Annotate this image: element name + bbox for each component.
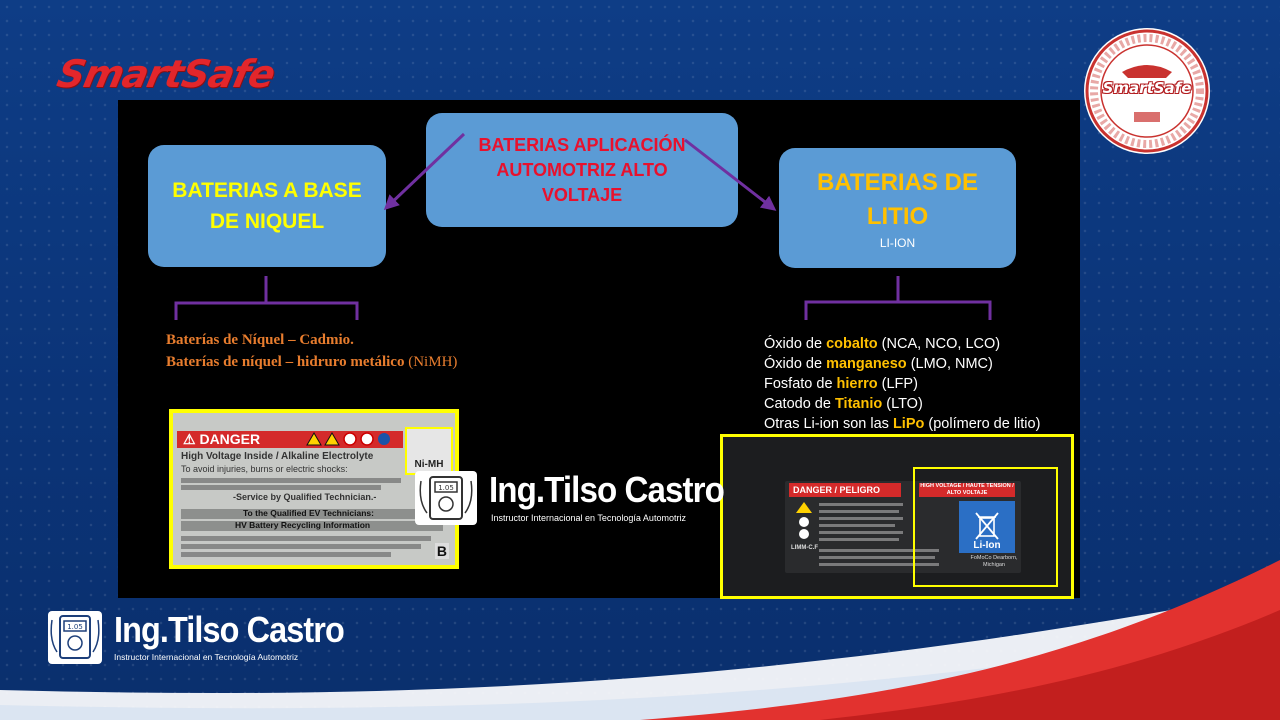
fine-print xyxy=(819,531,903,534)
meter-reading: 1.05 xyxy=(438,484,454,492)
list-item-text: Fosfato de xyxy=(764,376,837,392)
fine-print xyxy=(819,563,939,566)
list-item-text: (LMO, NMC) xyxy=(906,356,993,372)
list-item-text: Óxido de xyxy=(764,356,827,372)
warning-symbols-icon xyxy=(796,502,812,539)
fine-print xyxy=(181,478,401,483)
fine-print xyxy=(181,485,381,490)
brace-left xyxy=(174,276,359,320)
smartsafe-seal-icon xyxy=(1084,28,1210,154)
diagram-connectors xyxy=(174,132,992,320)
fine-print xyxy=(819,510,899,513)
nimh-label-photo: ⚠ DANGER High Voltage Inside / Alkaline … xyxy=(169,409,459,569)
fine-print xyxy=(819,524,895,527)
liion-text: Li-Ion xyxy=(973,540,1001,551)
hv-batteries-title: BATERIAS APLICACIÓN AUTOMOTRIZ ALTO VOLT… xyxy=(478,134,686,205)
smartsafe-logo: SmartSafe xyxy=(53,52,279,96)
fine-print xyxy=(819,549,939,552)
lithium-batteries-subtitle: LI-ION xyxy=(879,236,916,250)
crossed-bin-icon xyxy=(975,512,999,540)
list-item-text: (NCA, NCO, LCO) xyxy=(877,336,1001,352)
fine-print xyxy=(181,552,391,557)
fine-print xyxy=(819,517,903,520)
list-item-highlight: hierro xyxy=(836,376,878,392)
label-heading: HV Battery Recycling Information xyxy=(235,520,371,530)
label-corner-mark: B xyxy=(434,543,449,559)
list-item-text: Catodo de xyxy=(764,396,835,412)
list-item-text: (polímero de litio) xyxy=(924,416,1041,432)
lithium-batteries-list: Óxido de cobalto (NCA, NCO, LCO) Óxido d… xyxy=(764,334,1040,434)
hazard-icons xyxy=(305,432,401,451)
fine-print xyxy=(819,556,935,559)
label-divider xyxy=(181,521,443,531)
manufacturer-text: FoMoCo Dearborn, Michigan xyxy=(970,555,1018,568)
label-divider xyxy=(181,509,443,519)
fine-print xyxy=(819,503,903,506)
multimeter-icon: 1.05 xyxy=(415,471,477,525)
list-item-main: Baterías de níquel – hidruro metálico xyxy=(166,354,409,370)
nimh-badge: Ni-MH xyxy=(405,427,453,475)
instructor-title: Instructor Internacional en Tecnología A… xyxy=(491,513,686,523)
fine-print xyxy=(819,538,899,541)
arrow-to-lithium xyxy=(684,138,777,211)
brace-right xyxy=(804,276,992,320)
list-item: Óxido de manganeso (LMO, NMC) xyxy=(764,354,1040,374)
multimeter-icon: 1.05 xyxy=(48,611,102,664)
nickel-batteries-box: BATERIAS A BASE DE NIQUEL xyxy=(148,145,386,267)
list-item: Óxido de cobalto (NCA, NCO, LCO) xyxy=(764,334,1040,354)
list-item: Baterías de níquel – hidruro metálico (N… xyxy=(166,351,457,373)
list-item: Baterías de Níquel – Cadmio. xyxy=(166,332,354,348)
meter-reading: 1.05 xyxy=(67,623,83,631)
limm-code: LIMM-C.F xyxy=(791,545,818,551)
list-item-text: Óxido de xyxy=(764,336,827,352)
list-item-text: Otras Li-ion son las xyxy=(764,416,893,432)
list-item-highlight: cobalto xyxy=(826,336,878,352)
seal-brand-text: SmartSafe xyxy=(1102,79,1192,97)
list-item: Otras Li-ion son las LiPo (polímero de l… xyxy=(764,414,1040,434)
footer-brand: 1.05 Ing.Tilso Castro Instructor Interna… xyxy=(48,609,378,667)
instructor-watermark: 1.05 Ing.Tilso Castro Instructor Interna… xyxy=(415,469,775,527)
instructor-title: Instructor Internacional en Tecnología A… xyxy=(114,652,299,662)
list-item-highlight: Titanio xyxy=(834,396,883,412)
nickel-batteries-title: BATERIAS A BASE DE NIQUEL xyxy=(172,179,362,233)
highlight-frame xyxy=(913,467,1058,587)
label-heading: High Voltage Inside / Alkaline Electroly… xyxy=(181,451,374,462)
danger-banner: DANGER / PELIGRO xyxy=(789,483,901,497)
fine-print xyxy=(181,536,431,541)
label-heading: To the Qualified EV Technicians: xyxy=(243,508,374,518)
list-item-text: (LFP) xyxy=(877,376,918,392)
list-item-text: (LTO) xyxy=(882,396,923,412)
nickel-batteries-list: Baterías de Níquel – Cadmio. Baterías de… xyxy=(166,329,457,373)
hv-batteries-box: BATERIAS APLICACIÓN AUTOMOTRIZ ALTO VOLT… xyxy=(426,113,738,227)
instructor-name: Ing.Tilso Castro xyxy=(489,469,725,510)
list-item-highlight: manganeso xyxy=(826,356,907,372)
label-text: -Service by Qualified Technician.- xyxy=(233,492,377,502)
label-text: To avoid injuries, burns or electric sho… xyxy=(181,464,348,474)
lithium-batteries-box: BATERIAS DE LITIO LI-ION xyxy=(779,148,1016,268)
arrow-to-nickel xyxy=(383,132,466,211)
warning-triangle-icon: ⚠ xyxy=(183,431,196,447)
lithium-batteries-title: BATERIAS DE LITIO xyxy=(817,169,978,230)
list-item: Fosfato de hierro (LFP) xyxy=(764,374,1040,394)
list-item-abbrev: (NiMH) xyxy=(408,354,458,370)
slide-content: BATERIAS A BASE DE NIQUEL BATERIAS APLIC… xyxy=(118,100,1080,599)
liion-label-photo: DANGER / PELIGRO HIGH VOLTAGE / HAUTE TE… xyxy=(720,434,1074,599)
list-item-highlight: LiPo xyxy=(892,416,925,432)
instructor-name: Ing.Tilso Castro xyxy=(114,609,345,650)
high-voltage-banner: HIGH VOLTAGE / HAUTE TENSION / ALTO VOLT… xyxy=(919,483,1015,497)
nimh-text: Ni-MH xyxy=(414,459,444,470)
fine-print xyxy=(181,544,421,549)
liion-badge: Li-Ion xyxy=(959,501,1015,553)
danger-text: DANGER xyxy=(199,431,261,447)
list-item: Catodo de Titanio (LTO) xyxy=(764,394,1040,414)
